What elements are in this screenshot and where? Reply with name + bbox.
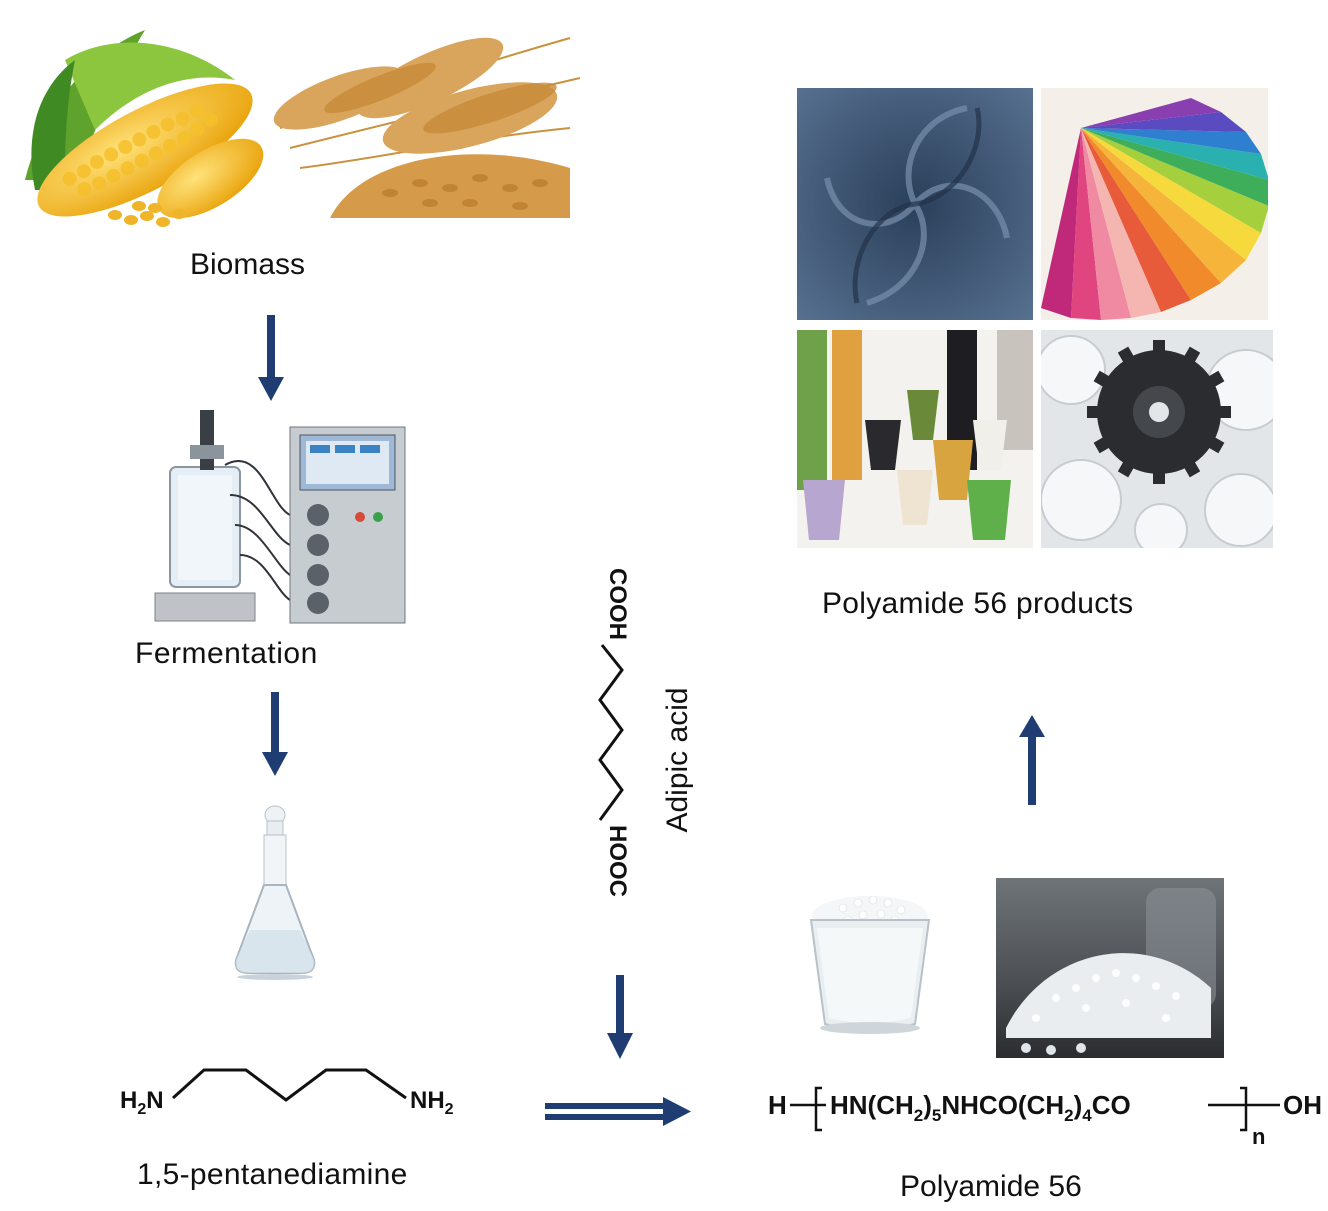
biomass-label: Biomass [190, 248, 306, 281]
fermentation-label: Fermentation [135, 637, 318, 670]
arrow-down-3 [607, 975, 633, 1059]
pentanediamine-label: 1,5-pentanediamine [137, 1158, 408, 1191]
color-swatches-image [1041, 88, 1268, 320]
svg-text:n: n [1252, 1124, 1265, 1149]
svg-text:COOH: COOH [604, 568, 631, 640]
arrow-right [545, 1097, 691, 1126]
arrow-down-1 [258, 315, 284, 401]
pentanediamine-structure: H2N NH2 [120, 1068, 454, 1118]
bioreactor-image [154, 410, 406, 624]
adipic-acid-structure: COOH HOOC [598, 568, 631, 897]
svg-text:NH2: NH2 [410, 1087, 454, 1118]
adipic-acid-label: Adipic acid [661, 687, 694, 833]
flask-image [234, 805, 316, 980]
polyamide-formula: H HN(CH2)5NHCO(CH2)4CO n OH [768, 1086, 1322, 1149]
svg-text:OH: OH [1283, 1090, 1322, 1120]
svg-text:H: H [768, 1090, 787, 1120]
arrow-up [1019, 715, 1045, 805]
pellet-glass-image [809, 895, 931, 1034]
svg-text:HOOC: HOOC [604, 825, 631, 897]
fabric-swirl-image [797, 88, 1033, 320]
svg-text:H2N: H2N [120, 1087, 164, 1118]
pellets-pile-image [996, 878, 1224, 1058]
polyamide-label: Polyamide 56 [900, 1170, 1082, 1203]
arrow-down-2 [262, 692, 288, 776]
svg-text:HN(CH2)5NHCO(CH2)4CO: HN(CH2)5NHCO(CH2)4CO [830, 1090, 1131, 1125]
corn-image [25, 30, 264, 227]
plastic-gears-image [1041, 330, 1273, 548]
products-label: Polyamide 56 products [822, 587, 1134, 620]
wheat-image [273, 37, 581, 218]
yarn-spools-image [797, 330, 1033, 548]
